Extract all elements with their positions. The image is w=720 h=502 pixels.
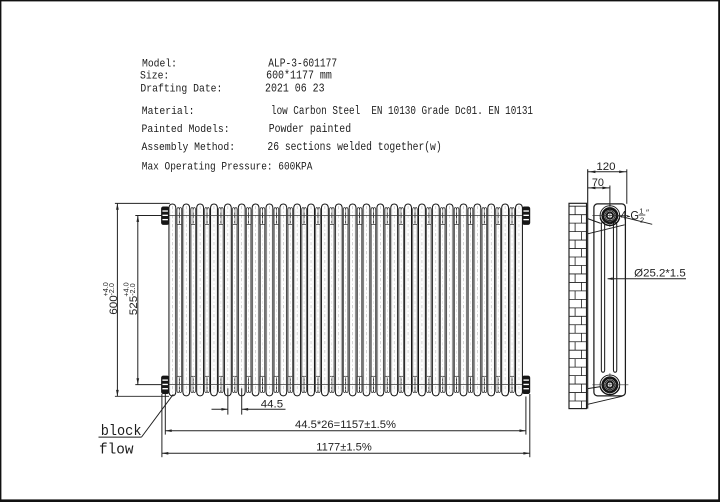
svg-text:ALP-3-601177: ALP-3-601177 bbox=[268, 57, 337, 70]
svg-text:Assembly Method:: Assembly Method: bbox=[142, 142, 236, 154]
svg-text:-2.0: -2.0 bbox=[107, 283, 116, 295]
svg-text:-2.0: -2.0 bbox=[128, 283, 137, 295]
svg-text:44.5*26=1157±1.5%: 44.5*26=1157±1.5% bbox=[295, 419, 396, 431]
svg-text:525: 525 bbox=[128, 296, 140, 316]
svg-text:2: 2 bbox=[640, 215, 644, 224]
svg-text:Max Operating Pressure: 600KPA: Max Operating Pressure: 600KPA bbox=[142, 161, 313, 173]
svg-text:600: 600 bbox=[108, 295, 120, 315]
svg-text:Powder painted: Powder painted bbox=[269, 123, 351, 136]
svg-text:600*1177 mm: 600*1177 mm bbox=[266, 70, 332, 83]
svg-text:26 sections welded together(w): 26 sections welded together(w) bbox=[267, 141, 441, 154]
svg-text:low Carbon Steel EN 10130 Gra: low Carbon Steel EN 10130 Grade Dc01. EN… bbox=[271, 105, 533, 118]
svg-text:Ø25.2*1.5: Ø25.2*1.5 bbox=[634, 268, 686, 280]
svg-text:flow: flow bbox=[99, 442, 134, 458]
svg-text:1: 1 bbox=[639, 207, 643, 216]
svg-text:4-G: 4-G bbox=[621, 210, 640, 222]
svg-text:Size:: Size: bbox=[140, 71, 169, 83]
svg-text:Model:: Model: bbox=[142, 58, 177, 70]
svg-text:1177±1.5%: 1177±1.5% bbox=[316, 442, 372, 454]
svg-text:block: block bbox=[101, 424, 142, 440]
svg-text:2021 06 23: 2021 06 23 bbox=[265, 83, 325, 96]
svg-text:″: ″ bbox=[646, 208, 649, 218]
svg-text:Material:: Material: bbox=[142, 106, 195, 118]
svg-text:70: 70 bbox=[592, 177, 604, 189]
svg-text:+4.0: +4.0 bbox=[122, 282, 131, 296]
svg-text:120: 120 bbox=[596, 161, 615, 173]
svg-text:+4.0: +4.0 bbox=[101, 282, 110, 296]
svg-text:Painted Models:: Painted Models: bbox=[142, 124, 230, 136]
svg-text:Drafting Date:: Drafting Date: bbox=[140, 84, 222, 96]
svg-text:44.5: 44.5 bbox=[261, 398, 283, 410]
